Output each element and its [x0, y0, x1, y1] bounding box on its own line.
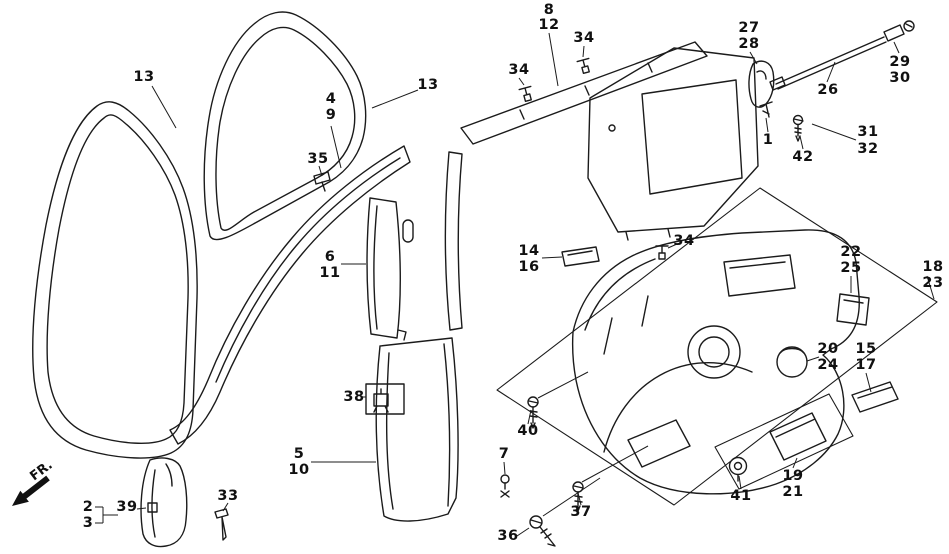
part-clip-35: [313, 171, 331, 192]
part-lid-15-17: [851, 381, 899, 413]
fr-arrow-icon: [12, 475, 50, 506]
part-front-pillar-garnish: [169, 145, 411, 445]
part-center-pillar-garnish-lower: [375, 337, 459, 522]
part-screw-37: [572, 481, 584, 512]
part-pillar-strip: [444, 151, 463, 331]
part-cap-20-24: [776, 346, 808, 378]
part-center-pillar-garnish-upper: [366, 197, 414, 341]
part-clip-34-c: [655, 245, 669, 260]
part-grommet-7: [500, 474, 510, 498]
part-screw-40: [527, 396, 539, 429]
part-door-opening-seal-front: [32, 101, 198, 459]
group-box-quarter-trim: [496, 187, 938, 506]
part-bracket-27-28: [748, 60, 775, 108]
part-clip-1: [759, 101, 773, 118]
part-clip-39: [147, 502, 158, 513]
part-pocket-19-21: [714, 393, 854, 490]
part-screw-36: [529, 515, 556, 547]
part-screw-42: [792, 114, 804, 142]
part-clip-38: [365, 383, 405, 415]
part-clip-34-a: [518, 85, 535, 103]
part-door-opening-seal-rear: [203, 11, 367, 241]
part-quarter-upper-garnish: [587, 47, 759, 241]
part-clip-34-b: [576, 57, 593, 75]
part-end-fittings-29-30: [883, 20, 915, 42]
part-antenna-rod-26: [769, 36, 887, 91]
fr-label: FR.: [27, 458, 55, 484]
part-roof-side-garnish: [460, 41, 708, 145]
part-lid-14-16: [561, 246, 600, 267]
part-pin-33: [214, 508, 229, 541]
part-cap-22-25: [836, 293, 870, 326]
part-quarter-trim-panel: [571, 229, 860, 495]
fr-direction-indicator: FR.: [12, 458, 56, 506]
leader-lines: [95, 32, 935, 537]
part-cowl-side-trim: [140, 457, 188, 548]
part-grommet-41: [728, 456, 748, 482]
